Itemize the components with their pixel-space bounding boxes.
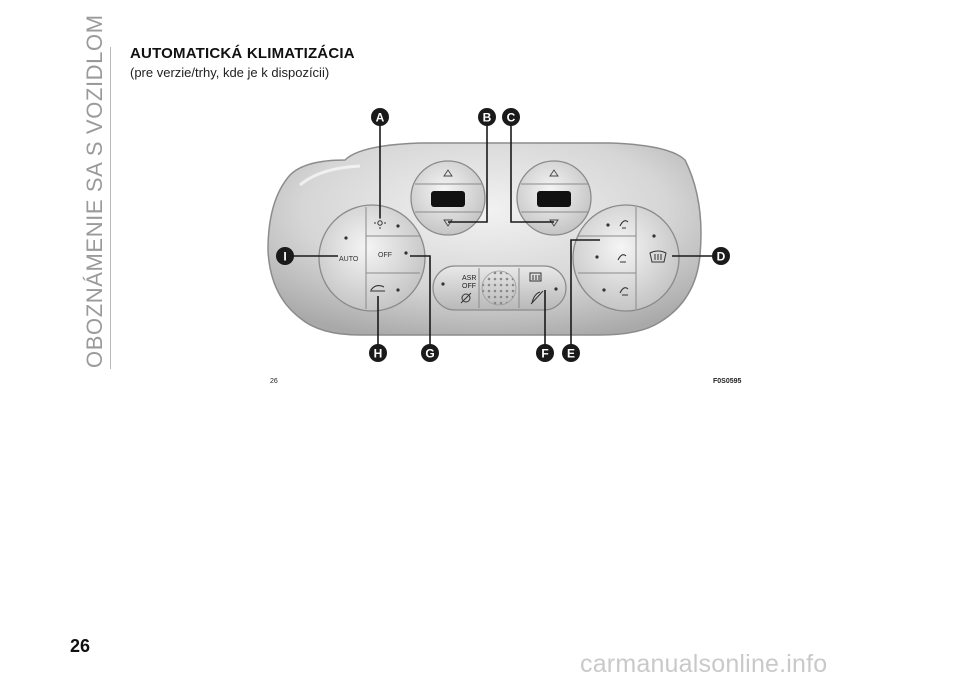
svg-text:A: A bbox=[376, 111, 385, 125]
page-number: 26 bbox=[70, 636, 91, 656]
right-vent bbox=[516, 160, 592, 236]
callout-i: I bbox=[276, 247, 294, 265]
callout-g: G bbox=[421, 344, 439, 362]
left-vent bbox=[410, 160, 486, 236]
callout-e: E bbox=[562, 344, 580, 362]
recirculation-icon bbox=[370, 284, 385, 292]
windshield-defrost-icon bbox=[649, 250, 667, 263]
asr-off-button-line2: OFF bbox=[462, 283, 476, 290]
svg-text:D: D bbox=[717, 250, 726, 264]
airflow-face-feet-icon bbox=[617, 254, 627, 263]
callout-b: B bbox=[478, 108, 496, 126]
asr-off-button-line1: ASR bbox=[462, 275, 476, 282]
section-heading: AUTOMATICKÁ KLIMATIZÁCIA bbox=[130, 45, 355, 62]
bottom-button-strip: ASR OFF bbox=[432, 265, 567, 311]
callout-f: F bbox=[536, 344, 554, 362]
svg-text:I: I bbox=[283, 250, 286, 264]
callout-a: A bbox=[371, 108, 389, 126]
airflow-feet-icon bbox=[619, 287, 629, 296]
figure-number: 26 bbox=[270, 378, 278, 385]
callout-leaders bbox=[292, 124, 712, 346]
auto-button: AUTO bbox=[339, 256, 359, 263]
side-divider bbox=[110, 47, 111, 369]
figure-code: F0S0595 bbox=[713, 378, 742, 385]
airflow-face-icon bbox=[619, 220, 629, 229]
airbag-off-icon bbox=[530, 290, 544, 305]
left-control-cluster: AUTO OFF bbox=[318, 204, 426, 312]
section-subheading: (pre verzie/trhy, kde je k dispozícii) bbox=[130, 65, 330, 80]
right-control-cluster bbox=[572, 204, 680, 312]
svg-text:H: H bbox=[374, 347, 383, 361]
asr-icon bbox=[460, 292, 472, 304]
rear-defrost-icon bbox=[529, 272, 542, 282]
callout-d: D bbox=[712, 247, 730, 265]
callout-h: H bbox=[369, 344, 387, 362]
callout-c: C bbox=[502, 108, 520, 126]
svg-text:E: E bbox=[567, 347, 575, 361]
svg-text:F: F bbox=[541, 347, 548, 361]
svg-text:G: G bbox=[425, 347, 434, 361]
footer-watermark-url[interactable]: carmanualsonline.info bbox=[580, 650, 828, 678]
svg-text:B: B bbox=[483, 111, 492, 125]
off-button: OFF bbox=[378, 252, 392, 259]
svg-text:C: C bbox=[507, 111, 516, 125]
